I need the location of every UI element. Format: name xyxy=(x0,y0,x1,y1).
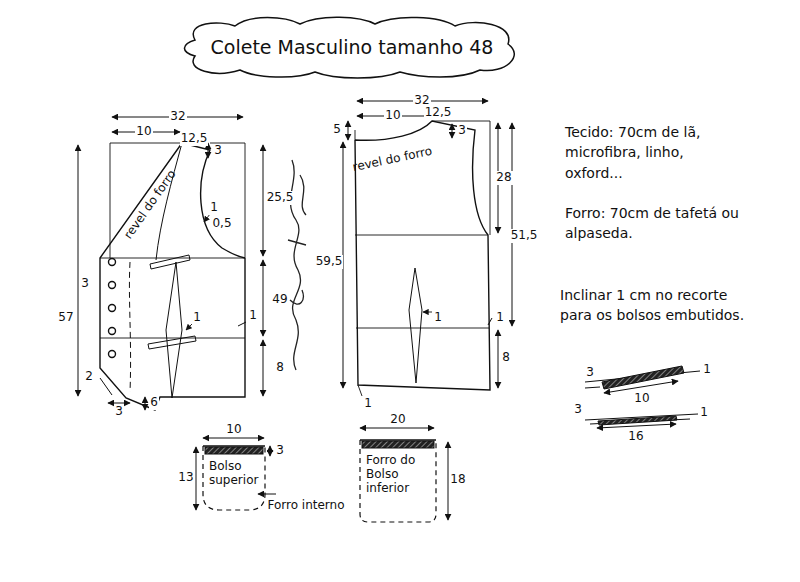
back-dimensions xyxy=(343,101,512,388)
front-piece xyxy=(100,143,245,410)
dimension-label: 1 xyxy=(699,406,709,419)
note-text: Inclinar 1 cm no recorte para os bolsos … xyxy=(560,285,760,326)
pocket-name: Bolso superior xyxy=(203,446,265,494)
note-text: Forro: 70cm de tafetá ou alpaseda. xyxy=(565,203,740,244)
dimension-label: 3 xyxy=(573,403,583,416)
dimension-label: 20 xyxy=(389,413,406,426)
pocket-piece: Bolso superior xyxy=(203,446,265,510)
part-label: Forro interno xyxy=(266,499,345,512)
dimension-label: 3 xyxy=(275,444,285,457)
dimension-label: 59,5 xyxy=(315,255,344,268)
dimension-label: 1 xyxy=(192,311,202,324)
dimension-label: 18 xyxy=(449,473,466,486)
dimension-label: 1 xyxy=(209,201,219,214)
part-label: revel do forro xyxy=(350,145,434,175)
pocket-piece: Forro do Bolso inferior xyxy=(360,440,436,522)
dimension-label: 1 xyxy=(433,311,443,324)
dimension-label: 3 xyxy=(80,277,90,290)
pocket-dimensions xyxy=(196,428,448,520)
dimension-label: 3 xyxy=(213,144,223,157)
dimension-label: 49 xyxy=(271,293,288,306)
dimension-label: 3 xyxy=(114,405,124,418)
dimension-label: 25,5 xyxy=(266,191,295,204)
dimension-label: 2 xyxy=(84,370,94,383)
note-text: Tecido: 70cm de lã, microfibra, linho, o… xyxy=(565,122,740,183)
dimension-label: 8 xyxy=(501,351,511,364)
dimension-label: 5 xyxy=(332,123,342,136)
dimension-label: 32 xyxy=(169,110,186,123)
dimension-label: 12,5 xyxy=(424,106,453,119)
dimension-label: 12,5 xyxy=(180,132,209,145)
dimension-label: 57 xyxy=(57,311,74,324)
dimension-label: 6 xyxy=(149,396,159,409)
dimension-label: 1 xyxy=(702,363,712,376)
dimension-label: 10 xyxy=(384,109,401,122)
front-dimensions xyxy=(78,117,263,410)
diagram-title: Colete Masculino tamanho 48 xyxy=(211,36,494,58)
dimension-label: 8 xyxy=(275,361,285,374)
pocket-name: Forro do Bolso inferior xyxy=(360,440,436,501)
dimension-label: 10 xyxy=(225,423,242,436)
part-label: revel do forro xyxy=(121,167,179,242)
dimension-label: 3 xyxy=(457,124,467,137)
dimension-label: 16 xyxy=(627,430,644,443)
dimension-label: 0,5 xyxy=(211,217,232,230)
dimension-label: 1 xyxy=(495,311,505,324)
dimension-label: 10 xyxy=(135,125,152,138)
dimension-label: 10 xyxy=(633,392,650,405)
dimension-label: 3 xyxy=(585,366,595,379)
dimension-label: 13 xyxy=(177,471,194,484)
welt-pocket-detail xyxy=(585,366,700,428)
title-cloud xyxy=(184,17,514,78)
dimension-label: 1 xyxy=(248,309,258,322)
dimension-label: 1 xyxy=(363,397,373,410)
dimension-label: 28 xyxy=(495,171,512,184)
dimension-label: 51,5 xyxy=(510,229,539,242)
